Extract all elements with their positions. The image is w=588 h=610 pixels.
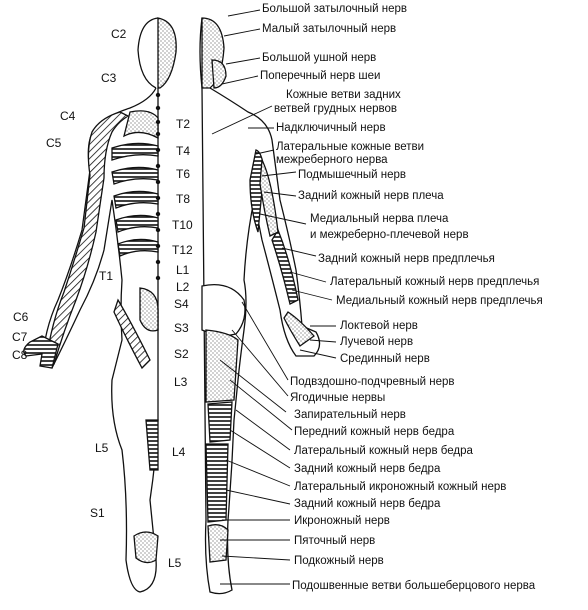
segment-label-l5-lower: L5	[168, 556, 182, 570]
segment-label-c3: C3	[101, 71, 117, 85]
nerve-label: Латеральный кожный нерв бедра	[294, 445, 473, 457]
segment-label-l1: L1	[176, 263, 190, 277]
nerve-label: Задний кожный нерв бедра	[294, 463, 441, 475]
segment-label-t6: T6	[176, 167, 191, 181]
nerve-label: Большой затылочный нерв	[262, 3, 408, 15]
segment-label-c7: C7	[12, 330, 28, 344]
segment-label-t2: T2	[176, 117, 191, 131]
segment-label-t1: T1	[99, 269, 114, 283]
nerve-label: Подкожный нерв	[294, 555, 384, 567]
segment-label-t4: T4	[176, 144, 191, 158]
segment-label-t8: T8	[176, 192, 191, 206]
nerve-label: Задний кожный нерв бедра	[294, 498, 441, 510]
nerve-label: Латеральный икроножный кожный нерв	[294, 481, 507, 493]
nerve-label: Малый затылочный нерв	[262, 23, 397, 35]
segment-label-l4: L4	[172, 445, 186, 459]
segment-label-s3: S3	[174, 321, 189, 335]
segment-label-l2: L2	[176, 280, 190, 294]
segment-label-l3: L3	[174, 375, 188, 389]
nerve-label: Латеральные кожные ветви	[276, 141, 425, 153]
leader-lines	[211, 9, 337, 585]
nerve-label: Кожные ветви задних	[286, 89, 401, 101]
nerve-label: Подмышечный нерв	[298, 169, 407, 181]
segment-label-c8: C8	[12, 348, 28, 362]
segment-label-c6: C6	[13, 310, 29, 324]
segment-label-c4: C4	[60, 109, 76, 123]
segment-label-s2: S2	[174, 347, 189, 361]
nerve-label: Поперечный нерв шеи	[260, 70, 381, 82]
nerve-label: Ягодичные нервы	[290, 392, 386, 404]
nerve-label: Подошвенные ветви большеберцового нерва	[292, 580, 536, 592]
segment-label-c5: C5	[46, 136, 62, 150]
nerve-label: Надключичный нерв	[276, 122, 386, 134]
nerve-label: межреберного нерва	[276, 154, 388, 166]
nerve-label: Пяточный нерв	[294, 535, 376, 547]
segment-label-s4: S4	[174, 297, 189, 311]
segment-label-c2: C2	[111, 27, 127, 41]
nerve-label: ветвей грудных нервов	[274, 103, 397, 115]
nerve-label: Передний кожный нерв бедра	[294, 426, 455, 438]
nerve-label: Локтевой нерв	[340, 320, 418, 332]
nerve-label: и межреберно-плечевой нерв	[310, 229, 469, 241]
nerve-label: Медиальный нерва плеча	[310, 213, 449, 225]
nerve-label: Латеральный кожный нерв предплечья	[330, 276, 540, 288]
left-figure	[23, 17, 177, 593]
nerve-label: Икроножный нерв	[294, 515, 390, 527]
nerve-label: Подвздошно-подчревный нерв	[290, 376, 455, 388]
segment-label-s1: S1	[90, 506, 105, 520]
nerve-label: Лучевой нерв	[340, 336, 414, 348]
nerve-label: Запирательный нерв	[294, 409, 406, 421]
nerve-label: Задний кожный нерв предплечья	[318, 253, 495, 265]
segment-label-t12: T12	[172, 243, 193, 257]
segment-label-l5-upper: L5	[95, 441, 109, 455]
nerve-label: Большой ушной нерв	[262, 52, 377, 64]
nerve-label: Срединный нерв	[340, 353, 430, 365]
nerve-label: Задний кожный нерв плеча	[298, 190, 444, 202]
nerve-label: Медиальный кожный нерв предплечья	[336, 295, 543, 307]
segment-label-t10: T10	[172, 218, 193, 232]
right-figure	[199, 17, 321, 595]
